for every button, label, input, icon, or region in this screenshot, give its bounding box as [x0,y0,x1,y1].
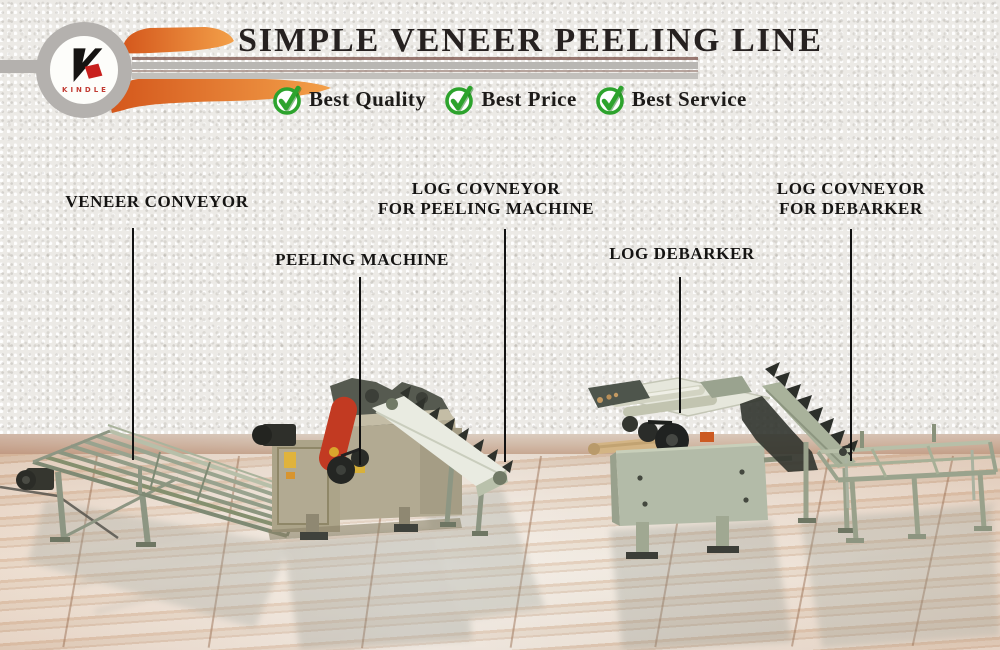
callout-veneer-conveyor: VENEER CONVEYOR [65,192,249,211]
badge-best-price: Best Price [444,82,576,116]
check-icon [273,85,302,115]
badge-label: Best Quality [309,86,427,111]
badge-label: Best Service [631,86,747,111]
badge-label: Best Price [481,86,577,111]
title-underline [132,57,698,79]
feature-badges: Best Quality Best Price Best Service [272,82,747,116]
callout-peeling-machine: PEELING MACHINE [275,250,449,269]
check-icon [445,85,474,115]
callout-log-debarker: LOG DEBARKER [609,244,755,263]
badge-best-service: Best Service [595,82,747,116]
wooden-floor [0,454,1000,650]
leader-line-log-debarker [679,277,681,413]
leader-line-peeling-machine [359,277,361,465]
logo-band-left [0,60,44,73]
leader-line-log-conveyor-for-peeling-machine [504,229,506,462]
page-title: SIMPLE VENEER PEELING LINE [238,22,824,59]
brand-name: KINDLE [62,85,109,94]
check-icon [595,85,625,115]
badge-best-quality: Best Quality [272,82,426,116]
kindle-logo: KINDLE [36,22,132,118]
stucco-wall [0,0,1000,434]
leader-line-veneer-conveyor [132,228,134,460]
kindle-k-icon [73,47,103,82]
callout-log-conveyor-for-peeling-machine: LOG COVNEYOR FOR PEELING MACHINE [377,179,595,218]
callout-log-conveyor-for-debarker: LOG COVNEYOR FOR DEBARKER [776,179,926,218]
leader-line-log-conveyor-for-debarker [850,229,852,461]
